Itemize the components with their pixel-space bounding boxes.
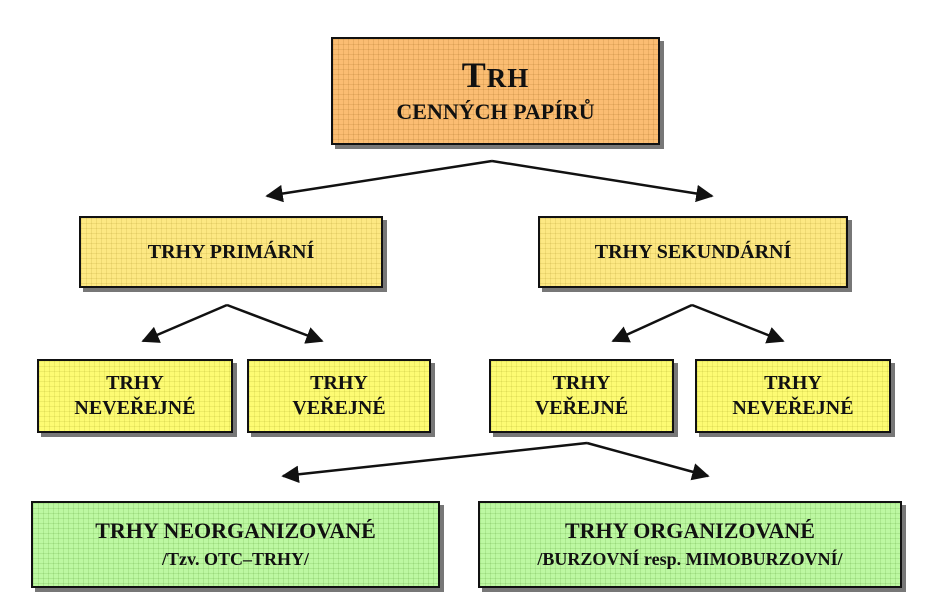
- node-line2: NEVEŘEJNÉ: [732, 397, 854, 419]
- arrow-root-to-secondary: [491, 159, 714, 203]
- arrow-secondary-to-public: [611, 303, 693, 343]
- secondary-markets-node: TRHY SEKUNDÁRNÍ: [538, 216, 848, 288]
- unorganized-markets-node: TRHY NEORGANIZOVANÉ /Tzv. OTC–TRHY/: [31, 501, 440, 588]
- arrow-primary-to-public: [226, 303, 324, 344]
- node-line2: VEŘEJNÉ: [292, 397, 386, 419]
- node-line1: TRHY: [552, 372, 611, 394]
- node-line1: TRHY: [106, 372, 164, 394]
- primary-markets-label: TRHY PRIMÁRNÍ: [147, 240, 315, 263]
- primary-markets-node: TRHY PRIMÁRNÍ: [79, 216, 383, 288]
- organized-markets-node: TRHY ORGANIZOVANÉ /BURZOVNÍ resp. MIMOBU…: [478, 501, 902, 588]
- node-line1: TRHY ORGANIZOVANÉ: [565, 517, 815, 543]
- secondary-markets-label: TRHY SEKUNDÁRNÍ: [594, 240, 792, 263]
- node-line2: /Tzv. OTC–TRHY/: [161, 549, 309, 570]
- arrow-secondary-to-nonpublic: [691, 303, 785, 344]
- node-line2: VEŘEJNÉ: [534, 397, 629, 419]
- primary-nonpublic-node: TRHY NEVEŘEJNÉ: [37, 359, 233, 433]
- node-line2: NEVEŘEJNÉ: [74, 397, 196, 419]
- node-line1: TRHY NEORGANIZOVANÉ: [95, 517, 376, 543]
- arrow-public-to-unorganized: [281, 441, 588, 483]
- secondary-nonpublic-node: TRHY NEVEŘEJNÉ: [695, 359, 891, 433]
- primary-public-node: TRHY VEŘEJNÉ: [247, 359, 431, 433]
- root-node: TRH CENNÝCH PAPÍRŮ: [331, 37, 660, 145]
- arrow-public-to-organized: [586, 441, 710, 481]
- node-line1: TRHY: [764, 372, 822, 394]
- arrow-root-to-primary: [265, 159, 493, 203]
- root-title: TRH: [461, 55, 530, 96]
- node-line2: /BURZOVNÍ resp. MIMOBURZOVNÍ/: [537, 549, 843, 570]
- root-subtitle: CENNÝCH PAPÍRŮ: [396, 98, 595, 124]
- arrow-primary-to-nonpublic: [141, 303, 228, 343]
- node-line1: TRHY: [310, 372, 368, 394]
- secondary-public-node: TRHY VEŘEJNÉ: [489, 359, 674, 433]
